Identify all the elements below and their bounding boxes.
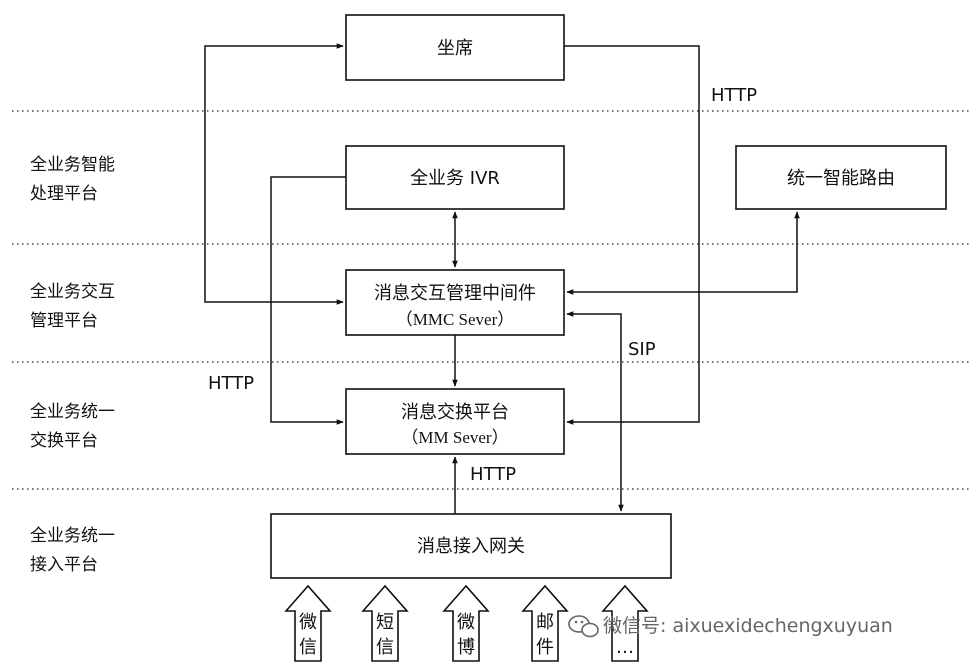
agent-label: 坐席 [437, 38, 473, 59]
http-label-ivr: HTTP [208, 373, 254, 394]
layer-label-unified-exchange-line1: 全业务统一 [30, 402, 115, 422]
layer-label-unified-access-line2: 接入平台 [30, 555, 98, 575]
layer-label-intelligent-processing-line2: 处理平台 [30, 184, 98, 204]
channel-email-arrow [521, 584, 569, 662]
channel-more: … [601, 584, 649, 662]
layer-label-unified-access-line1: 全业务统一 [30, 526, 115, 546]
mm-box [345, 388, 565, 455]
channel-email: 邮 件 [521, 584, 569, 662]
wechat-icon [568, 615, 599, 638]
gateway-box [270, 513, 672, 579]
routing-mmc-connector [566, 211, 800, 295]
watermark: 微信号: aixuexidechengxuyuan [568, 615, 893, 638]
channel-weibo-arrow [442, 584, 490, 662]
channel-email-top: 邮 [536, 612, 554, 633]
channel-weibo-bottom: 博 [457, 637, 475, 658]
agent-mmc-connector [204, 43, 344, 305]
mmc-gateway-sip-connector [566, 311, 624, 512]
watermark-text: 微信号: aixuexidechengxuyuan [603, 615, 893, 637]
ivr-mm-connector [270, 176, 346, 425]
mm-title: 消息交换平台 [401, 402, 509, 423]
channel-sms-arrow [361, 584, 409, 662]
layer-label-interaction-management-line1: 全业务交互 [30, 282, 115, 302]
gateway-label: 消息接入网关 [417, 536, 525, 557]
sip-label: SIP [628, 339, 656, 360]
layer-label-unified-exchange-line2: 交换平台 [30, 431, 98, 451]
routing-box [735, 145, 947, 210]
channel-email-bottom: 件 [536, 637, 554, 658]
mmc-title: 消息交互管理中间件 [374, 283, 536, 304]
channel-more-arrow [601, 584, 649, 662]
agent-mm-connector [564, 45, 700, 425]
routing-label: 统一智能路由 [787, 168, 895, 189]
channel-wechat-arrow [284, 584, 332, 662]
channel-wechat-bottom: 信 [299, 637, 317, 658]
http-label-agent: HTTP [711, 85, 757, 106]
agent-box [345, 14, 565, 81]
channel-sms-bottom: 信 [376, 637, 394, 658]
channel-sms-top: 短 [376, 612, 394, 633]
mm-subtitle: （MM Sever） [401, 428, 508, 447]
ivr-box [345, 145, 565, 210]
mmc-box [345, 269, 565, 336]
channel-wechat-top: 微 [299, 612, 317, 633]
channel-more-bottom: … [616, 637, 634, 658]
layer-label-intelligent-processing-line1: 全业务智能 [30, 155, 115, 175]
channel-weibo: 微 博 [442, 584, 490, 662]
mmc-subtitle: （MMC Sever） [396, 310, 515, 329]
channel-sms: 短 信 [361, 584, 409, 662]
channel-weibo-top: 微 [457, 612, 475, 633]
layer-label-interaction-management-line2: 管理平台 [30, 311, 98, 331]
ivr-label: 全业务 IVR [410, 168, 500, 189]
http-label-gateway: HTTP [470, 464, 516, 485]
channel-wechat: 微 信 [284, 584, 332, 662]
